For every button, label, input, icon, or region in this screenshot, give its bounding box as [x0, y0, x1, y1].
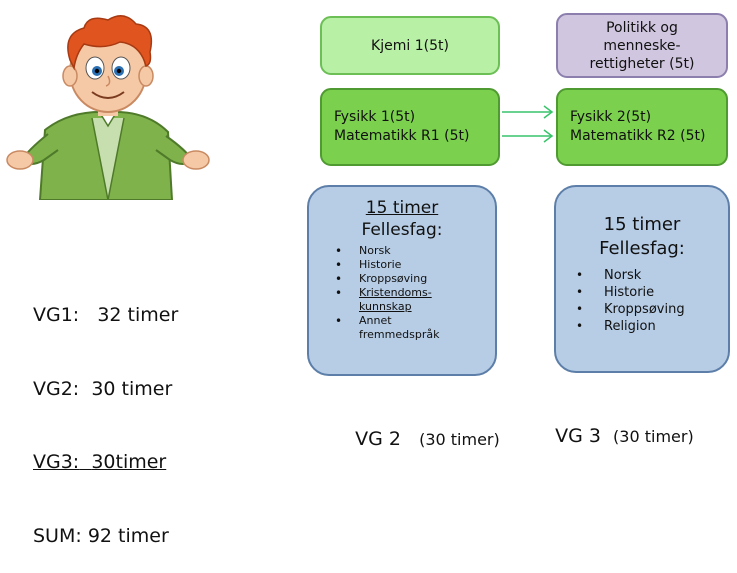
- list-item: Kroppsøving: [335, 272, 495, 286]
- vg2-subject-list: Norsk Historie Kroppsøving Kristendoms- …: [309, 244, 495, 342]
- list-item: Norsk: [335, 244, 495, 258]
- vg2-fellesfag-title: Fellesfag:: [361, 220, 443, 240]
- vg3-fellesfag-box: 15 timer Fellesfag: Norsk Historie Kropp…: [554, 185, 730, 373]
- list-item: Historie: [335, 258, 495, 272]
- list-item: Kroppsøving: [576, 301, 728, 318]
- hours-summary: VG1: 32 timer VG2: 30 timer VG3: 30timer…: [33, 254, 178, 573]
- list-item: Kristendoms- kunnskap: [335, 286, 495, 314]
- summary-row-vg2: VG2: 30 timer: [33, 377, 173, 400]
- vg3-label: VG 3 (30 timer): [555, 425, 694, 447]
- list-item: Annet fremmedspråk: [335, 314, 495, 342]
- vg2-fellesfag-box: 15 timer Fellesfag: Norsk Historie Kropp…: [307, 185, 497, 376]
- vg3-fysikk-matematikk-box: Fysikk 2(5t) Matematikk R2 (5t): [556, 88, 728, 166]
- vg3-subject-list: Norsk Historie Kroppsøving Religion: [556, 267, 728, 335]
- list-item: Historie: [576, 284, 728, 301]
- vg2-label: VG 2 (30 timer): [355, 428, 500, 450]
- summary-row-vg3: VG3: 30timer: [33, 451, 167, 473]
- vg2-fysikk-matematikk-box: Fysikk 1(5t) Matematikk R1 (5t): [320, 88, 500, 166]
- vg3-politikk-box: Politikk og menneske- rettigheter (5t): [556, 13, 728, 78]
- summary-row-sum: SUM: 92 timer: [33, 524, 169, 547]
- vg3-timer: 15 timer: [603, 214, 681, 235]
- vg2-timer: 15 timer: [365, 198, 439, 218]
- cartoon-boy-shrugging-icon: [6, 15, 210, 200]
- vg2-kjemi-box: Kjemi 1(5t): [320, 16, 500, 75]
- vg3-fellesfag-title: Fellesfag:: [599, 238, 685, 259]
- arrows-icon: [502, 105, 554, 143]
- list-item: Norsk: [576, 267, 728, 284]
- list-item: Religion: [576, 318, 728, 335]
- summary-row-vg1: VG1: 32 timer: [33, 304, 179, 326]
